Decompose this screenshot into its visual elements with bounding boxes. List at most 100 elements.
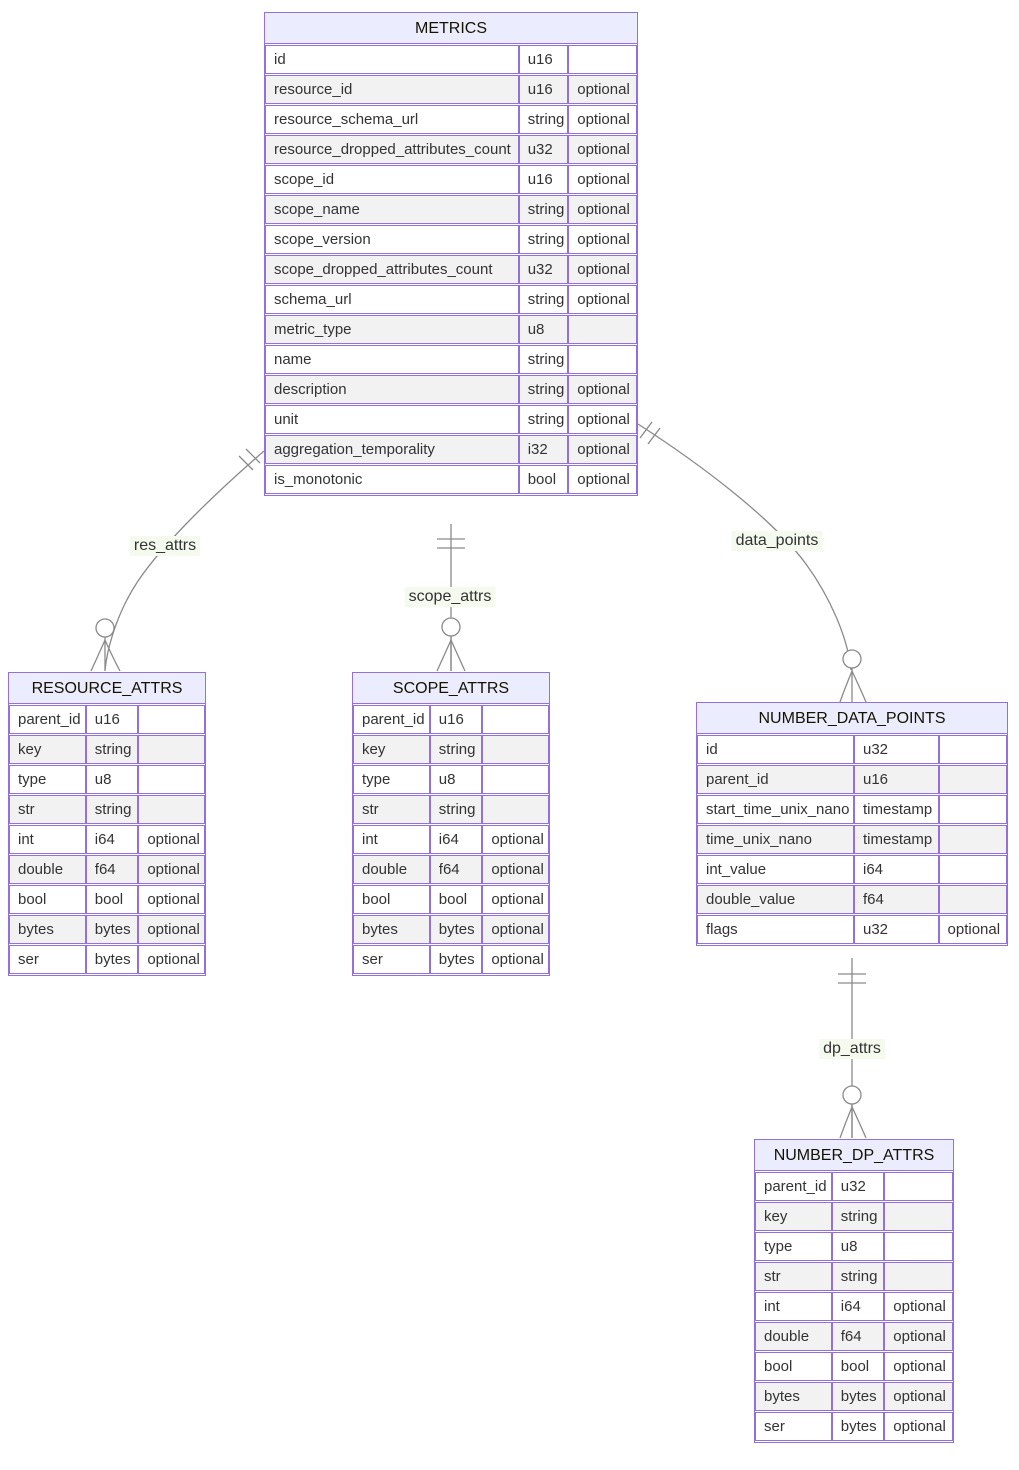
attribute-name: key — [755, 1202, 832, 1231]
attribute-comment: optional — [482, 885, 549, 914]
attribute-comment: optional — [138, 885, 205, 914]
attribute-name: resource_dropped_attributes_count — [265, 135, 519, 164]
edge-label-res-attrs: res_attrs — [129, 536, 201, 556]
attribute-comment: optional — [568, 225, 637, 254]
attribute-type: u8 — [429, 765, 483, 794]
attribute-type: u16 — [518, 75, 569, 104]
attribute-name: int_value — [697, 855, 854, 884]
attribute-type: string — [518, 225, 569, 254]
attribute-comment — [884, 1172, 953, 1201]
attribute-name: type — [755, 1232, 832, 1261]
attribute-type: f64 — [85, 855, 139, 884]
attribute-name: int — [9, 825, 86, 854]
attribute-comment — [568, 345, 637, 374]
attribute-name: str — [353, 795, 430, 824]
attribute-name: key — [9, 735, 86, 764]
attribute-type: string — [85, 795, 139, 824]
attribute-comment: optional — [884, 1352, 953, 1381]
attribute-type: i64 — [429, 825, 483, 854]
attribute-name: key — [353, 735, 430, 764]
attribute-name: int — [755, 1292, 832, 1321]
attribute-name: bool — [755, 1352, 832, 1381]
attribute-name: type — [353, 765, 430, 794]
attribute-comment: optional — [568, 165, 637, 194]
attribute-comment — [884, 1262, 953, 1291]
attribute-name: ser — [9, 945, 86, 974]
edge-label-data-points: data_points — [731, 531, 823, 551]
attribute-type: bool — [831, 1352, 885, 1381]
attribute-type: u16 — [854, 765, 939, 794]
attribute-name: double — [9, 855, 86, 884]
attribute-type: u32 — [854, 915, 939, 944]
attribute-name: str — [755, 1262, 832, 1291]
entity-title: NUMBER_DP_ATTRS — [755, 1140, 953, 1171]
attribute-type: u16 — [85, 705, 139, 734]
attribute-type: u8 — [831, 1232, 885, 1261]
attribute-name: int — [353, 825, 430, 854]
attribute-comment: optional — [482, 825, 549, 854]
attribute-type: u16 — [518, 45, 569, 74]
attribute-comment — [482, 735, 549, 764]
attribute-type: timestamp — [854, 825, 939, 854]
attribute-comment: optional — [568, 255, 637, 284]
attribute-name: is_monotonic — [265, 465, 519, 494]
attribute-type: string — [85, 735, 139, 764]
attribute-name: double — [353, 855, 430, 884]
attribute-comment: optional — [568, 375, 637, 404]
attribute-name: metric_type — [265, 315, 519, 344]
attribute-name: description — [265, 375, 519, 404]
attribute-type: i32 — [518, 435, 569, 464]
attribute-type: u32 — [518, 135, 569, 164]
attribute-type: string — [518, 345, 569, 374]
attribute-name: aggregation_temporality — [265, 435, 519, 464]
attribute-comment — [938, 885, 1007, 914]
attribute-name: scope_dropped_attributes_count — [265, 255, 519, 284]
attribute-comment: optional — [568, 285, 637, 314]
attribute-name: scope_id — [265, 165, 519, 194]
attribute-name: scope_version — [265, 225, 519, 254]
attribute-type: bytes — [85, 915, 139, 944]
attribute-name: bytes — [755, 1382, 832, 1411]
attribute-comment: optional — [884, 1412, 953, 1441]
attribute-name: name — [265, 345, 519, 374]
attribute-comment: optional — [568, 135, 637, 164]
one-marker — [238, 448, 261, 471]
one-marker — [838, 973, 866, 984]
attribute-comment: optional — [138, 855, 205, 884]
edge-data-points — [637, 421, 867, 703]
attribute-type: bytes — [831, 1382, 885, 1411]
attribute-comment: optional — [482, 855, 549, 884]
attribute-type: f64 — [854, 885, 939, 914]
attribute-name: bytes — [9, 915, 86, 944]
attribute-name: resource_id — [265, 75, 519, 104]
attribute-comment — [138, 735, 205, 764]
edge-label-dp-attrs: dp_attrs — [819, 1039, 885, 1059]
attribute-comment: optional — [482, 945, 549, 974]
attribute-type: u16 — [518, 165, 569, 194]
